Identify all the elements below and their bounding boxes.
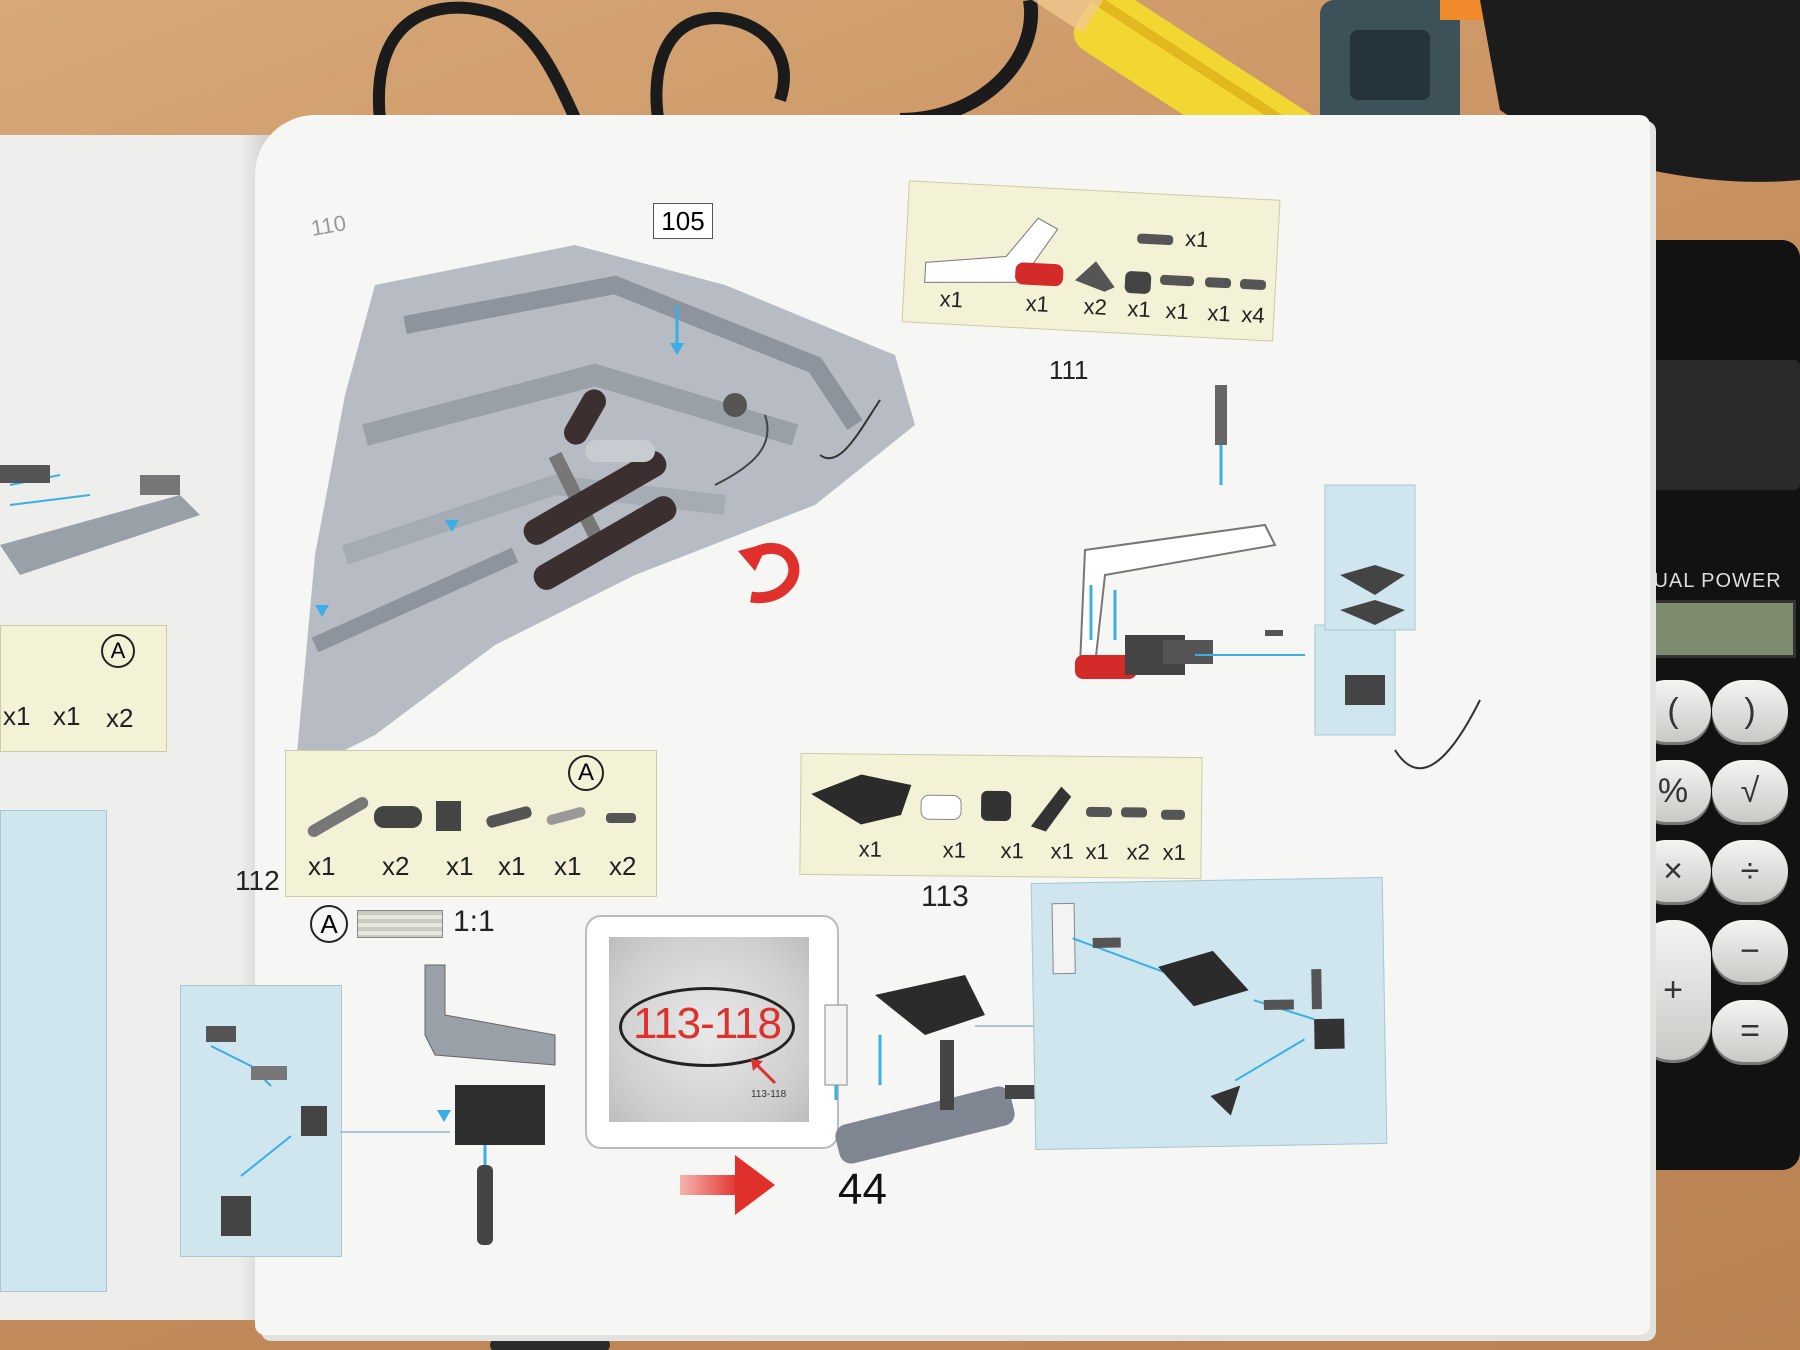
left-page-parts-tray: A x1 x1 x2: [0, 625, 167, 752]
bag-pointer-icon: [751, 1059, 777, 1085]
key-percent[interactable]: %: [1635, 760, 1711, 822]
step112-number: 112: [235, 865, 280, 896]
step111-assembly-illustration: [1075, 385, 1416, 736]
step112-parts-tray: A x1 x2 x1 x1 x1 x2: [285, 750, 657, 897]
bag-label-ring: [619, 987, 795, 1067]
step112-detail-panel: [180, 985, 342, 1257]
step113-parts-tray: x1 x1 x1 x1 x1 x2 x1: [799, 752, 1203, 880]
step113-assembly-illustration: [824, 975, 1039, 1164]
left-count-3: x2: [106, 703, 134, 733]
parts-bag-image: 113-118 113-118: [609, 937, 809, 1122]
step112-marker-a: A: [568, 755, 604, 791]
step113-parts-icons: [811, 774, 1186, 832]
step111-parts-icons: [924, 217, 1267, 294]
page-number: 44: [838, 1165, 887, 1214]
step110-model-illustration: [295, 245, 915, 775]
step112-count-6: x2: [609, 851, 637, 881]
left-count-1: x1: [3, 701, 31, 731]
step112-assembly-illustration: [424, 964, 556, 1245]
left-page-assembly-illustration: [0, 465, 200, 575]
callout-label: 105: [653, 203, 713, 239]
step113-number: 113: [921, 880, 969, 913]
step113-detail-panel: [1030, 876, 1388, 1151]
key-sqrt[interactable]: √: [1712, 760, 1788, 822]
scale-marker-a: A: [310, 905, 348, 943]
next-step-arrow-icon: [680, 1155, 775, 1215]
left-page-blue-panel: [0, 810, 107, 1292]
step112-count-2: x2: [382, 851, 410, 881]
step112-count-4: x1: [498, 851, 526, 881]
bag-small-label: 113-118: [751, 1089, 787, 1100]
step113-detail-parts: [1051, 902, 1345, 1116]
rotate-arrow-icon: [738, 543, 800, 604]
left-marker-a: A: [101, 634, 135, 668]
key-close-paren[interactable]: ): [1712, 680, 1788, 742]
calculator-brand: DUAL POWER: [1638, 570, 1782, 592]
step112-count-1: x1: [308, 851, 336, 881]
step112-parts-icons: [307, 797, 636, 837]
bag-label: 113-118: [633, 999, 782, 1048]
step111-parts-tray: x1 x1 x1 x2 x1 x1 x1 x4: [901, 180, 1281, 342]
left-count-2: x1: [53, 701, 81, 731]
calculator-display: [1650, 600, 1796, 658]
step111-number: 111: [1049, 355, 1089, 385]
step112-detail-parts: [206, 1026, 327, 1236]
step113-callout-line: [975, 1025, 1035, 1027]
scale-ratio: 1:1: [453, 905, 495, 938]
key-equals[interactable]: =: [1712, 1000, 1788, 1062]
step112-count-5: x1: [554, 851, 582, 881]
step112-count-3: x1: [446, 851, 474, 881]
key-divide[interactable]: ÷: [1712, 840, 1788, 902]
step112-callout-line: [340, 1131, 450, 1133]
key-minus[interactable]: −: [1712, 920, 1788, 982]
main-page: 110 105: [180, 115, 1650, 1335]
bag-callout: 113-118 113-118: [585, 915, 839, 1149]
scale-beam: [357, 910, 443, 938]
